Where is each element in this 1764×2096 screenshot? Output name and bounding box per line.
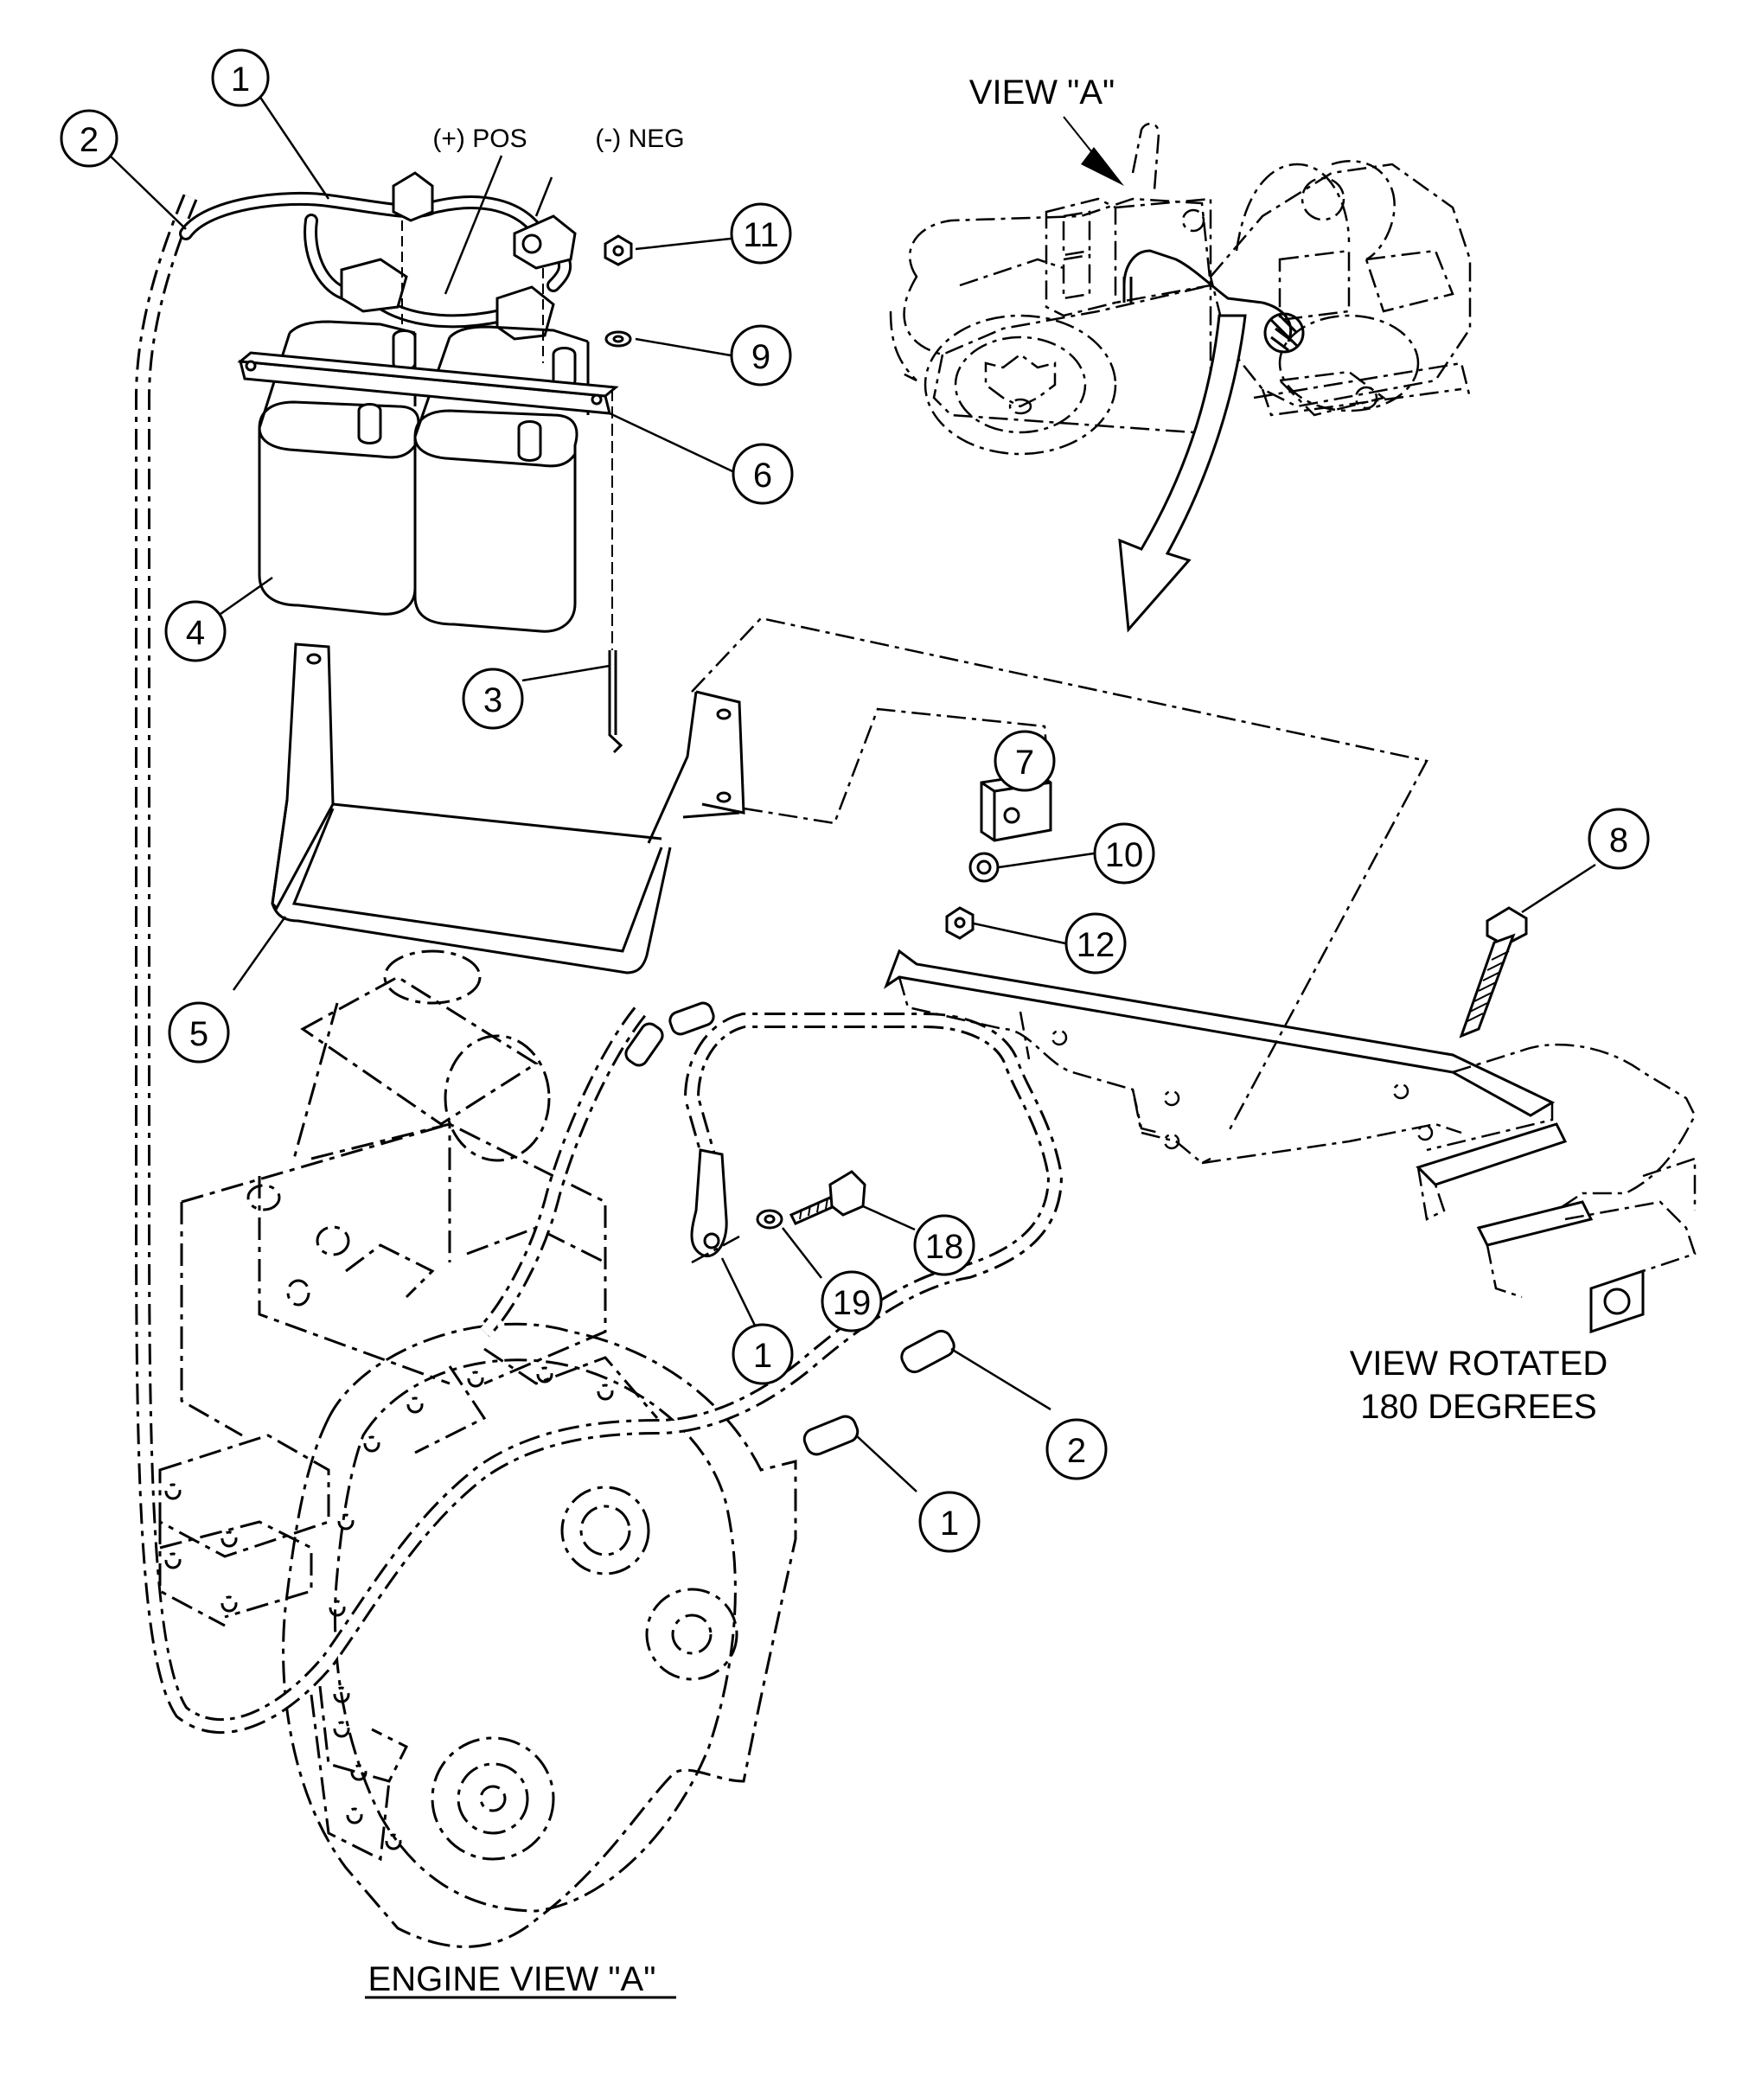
callout-number: 18	[925, 1228, 964, 1266]
callout-circle	[211, 48, 270, 107]
hold-down-rod	[608, 389, 623, 754]
callout-circle	[60, 109, 118, 168]
callout-circle	[1588, 808, 1650, 870]
view-a-label: VIEW "A"	[969, 73, 1115, 112]
positive-terminal-label: (+) POS	[432, 125, 527, 153]
negative-terminal-label: (-) NEG	[595, 125, 684, 153]
callout-c1c: 1	[918, 1491, 981, 1553]
callout-circle	[730, 202, 792, 265]
callout-c8: 8	[1588, 808, 1650, 870]
block-washer-nut	[945, 772, 1052, 940]
callout-c7: 7	[994, 730, 1056, 792]
callout-circle	[462, 668, 524, 730]
callout-circle	[1045, 1418, 1108, 1480]
bolt-8	[1459, 906, 1528, 1038]
callout-c4: 4	[164, 600, 227, 662]
callout-circle	[1093, 822, 1155, 885]
view-a-arrow	[1063, 116, 1124, 186]
callout-number: 7	[1015, 744, 1034, 782]
rotated-view-boundary	[691, 617, 1428, 1134]
engine-view-title: ENGINE VIEW "A"	[368, 1960, 656, 1998]
callout-c10: 10	[1093, 822, 1155, 885]
callout-c3: 3	[462, 668, 524, 730]
callout-c5: 5	[168, 1001, 230, 1064]
ground-cable-phantom	[135, 194, 1064, 1735]
callout-number: 6	[753, 457, 772, 495]
callout-number: 9	[751, 338, 770, 376]
battery-cable-1	[179, 171, 577, 363]
callout-c11: 11	[730, 202, 792, 265]
callout-c19: 19	[821, 1270, 883, 1332]
view-rotated-label: VIEW ROTATED	[1350, 1345, 1608, 1383]
callout-c9: 9	[730, 324, 792, 387]
top-nut-washer	[604, 234, 633, 348]
callout-circle	[918, 1491, 981, 1553]
callout-c2b: 2	[1045, 1418, 1108, 1480]
callout-c12: 12	[1064, 912, 1127, 975]
battery-tray	[271, 642, 745, 975]
callout-circle	[1064, 912, 1127, 975]
callout-c18: 18	[913, 1214, 975, 1276]
batteries	[258, 320, 590, 633]
callout-circle	[994, 730, 1056, 792]
callout-circle	[913, 1214, 975, 1276]
callout-number: 1	[753, 1337, 772, 1375]
callout-number: 3	[483, 681, 502, 719]
view-rotated-degrees-label: 180 DEGREES	[1360, 1388, 1596, 1426]
callout-number: 1	[940, 1505, 959, 1543]
engine-phantom	[158, 949, 797, 1948]
callout-number: 1	[231, 61, 250, 99]
callout-number: 4	[186, 614, 205, 652]
callout-number: 5	[189, 1015, 208, 1053]
chassis-rail-phantom	[883, 949, 1697, 1334]
leader-lines	[107, 93, 1596, 1492]
callout-c6: 6	[732, 443, 794, 505]
callout-number: 8	[1609, 821, 1628, 859]
callout-circle	[732, 1323, 794, 1385]
curved-arrow-to-detail	[1118, 314, 1247, 633]
starter-lug-assembly	[690, 1148, 866, 1264]
callout-number: 2	[80, 121, 99, 159]
callout-circle	[730, 324, 792, 387]
callout-circle	[164, 600, 227, 662]
callout-c1a: 1	[211, 48, 270, 107]
callout-circle	[732, 443, 794, 505]
callout-number: 19	[833, 1284, 872, 1322]
callout-c2a: 2	[60, 109, 118, 168]
callout-number: 11	[743, 216, 779, 254]
callout-number: 10	[1105, 836, 1144, 874]
callout-circle	[168, 1001, 230, 1064]
machine-overview-inset	[889, 122, 1472, 456]
callout-circle	[821, 1270, 883, 1332]
callout-number: 12	[1077, 926, 1115, 964]
callout-number: 2	[1067, 1432, 1086, 1470]
callout-c1b: 1	[732, 1323, 794, 1385]
